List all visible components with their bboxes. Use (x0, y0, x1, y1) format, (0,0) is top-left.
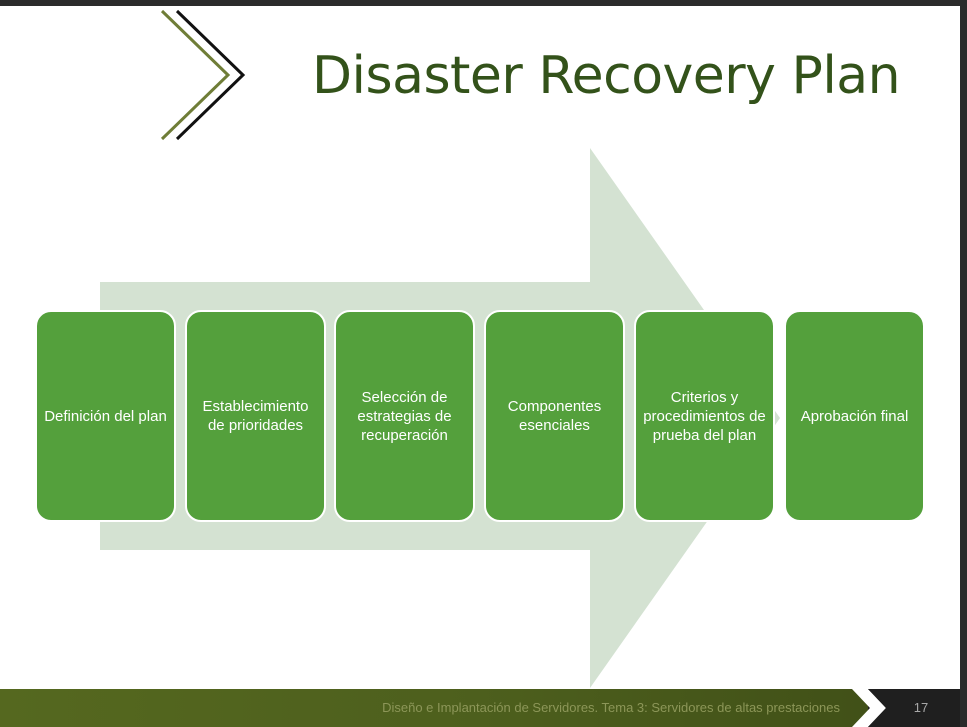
page-number: 17 (913, 700, 929, 715)
slide-footer: Diseño e Implantación de Servidores. Tem… (0, 689, 960, 727)
window-frame-top (0, 0, 967, 6)
footer-chevron-icon (852, 689, 886, 727)
footer-caption: Diseño e Implantación de Servidores. Tem… (382, 700, 840, 715)
step-box-5[interactable]: Criterios y procedimientos de prueba del… (634, 310, 775, 522)
step-box-1[interactable]: Definición del plan (35, 310, 176, 522)
step-label: Establecimiento de prioridades (202, 398, 309, 434)
process-steps: Definición del plan Establecimiento de p… (35, 310, 925, 522)
window-frame-right (960, 0, 967, 727)
step-box-6[interactable]: Aprobación final (784, 310, 925, 522)
step-label: Criterios y procedimientos de prueba del… (643, 388, 766, 444)
step-label: Selección de estrategias de recuperación (357, 388, 452, 444)
title-chevron-decoration (110, 9, 390, 141)
footer-bar (0, 689, 960, 727)
step-box-2[interactable]: Establecimiento de prioridades (185, 310, 326, 522)
step-label: Aprobación final (800, 407, 909, 425)
step-box-3[interactable]: Selección de estrategias de recuperación (334, 310, 475, 522)
step-label: Definición del plan (44, 407, 167, 425)
step-box-4[interactable]: Componentes esenciales (484, 310, 625, 522)
step-label: Componentes esenciales (507, 398, 602, 434)
slide-title: Disaster Recovery Plan (312, 46, 901, 106)
